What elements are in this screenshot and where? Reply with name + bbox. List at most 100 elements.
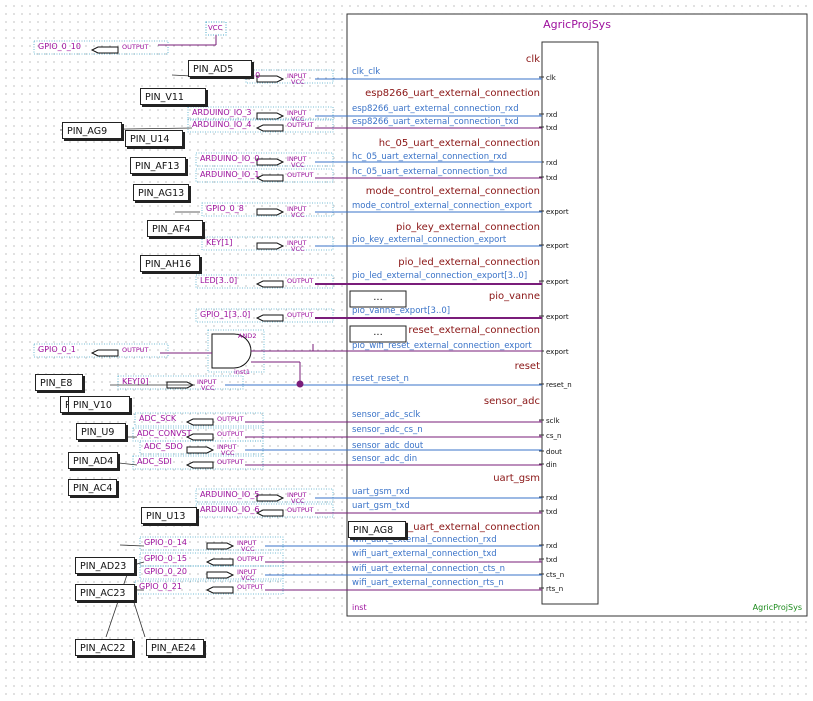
pin-direction: OUTPUT bbox=[217, 458, 244, 466]
signal-label: esp8266_uart_external_connection_txd bbox=[352, 117, 519, 127]
input-pin-icon bbox=[256, 158, 285, 166]
pin-outline bbox=[187, 106, 334, 121]
pin-name: ADC_CONVST bbox=[137, 429, 192, 438]
pin-name: ADC_SCK bbox=[139, 414, 177, 423]
group-title: pio_led_external_connection bbox=[398, 257, 540, 268]
signal-label: pio_vanne_export[3..0] bbox=[352, 306, 450, 316]
group-title: hc_05_uart_external_connection bbox=[379, 138, 540, 149]
output-pin-icon bbox=[205, 586, 234, 594]
signal-label: reset_reset_n bbox=[352, 374, 409, 384]
pin-assignment-box[interactable]: PIN_AC23 bbox=[75, 584, 135, 601]
pin-assignment-box[interactable]: PIN_AF4 bbox=[147, 220, 203, 237]
pin-name: GPIO_0_1 bbox=[38, 345, 76, 354]
pin-assignment-box[interactable]: PIN_V10 bbox=[68, 396, 130, 413]
pin-name: GPIO_0_10 bbox=[38, 42, 81, 51]
group-title: reset_external_connection bbox=[408, 325, 540, 336]
pin-assignment-box[interactable]: PIN_AD23 bbox=[75, 557, 135, 574]
pin-direction: INPUT bbox=[287, 72, 306, 80]
signal-label: uart_gsm_txd bbox=[352, 501, 410, 511]
port-name: dout bbox=[546, 448, 562, 456]
pin-direction: OUTPUT bbox=[122, 43, 149, 51]
pin-name: ARDUINO_IO_1 bbox=[200, 170, 259, 179]
output-pin-icon bbox=[255, 314, 284, 322]
signal-label: wifi_uart_external_connection_cts_n bbox=[352, 564, 505, 574]
pin-box-connector bbox=[105, 565, 131, 638]
signal-label: hc_05_uart_external_connection_txd bbox=[352, 167, 507, 177]
signal-label: wifi_uart_external_connection_rts_n bbox=[352, 578, 504, 588]
output-pin-icon bbox=[185, 418, 214, 426]
port-name: export bbox=[546, 348, 569, 356]
pin-direction: INPUT bbox=[287, 239, 306, 247]
signal-label: pio_wifi_reset_external_connection_expor… bbox=[352, 341, 532, 351]
output-pin-icon bbox=[255, 124, 284, 132]
pin-direction: OUTPUT bbox=[217, 415, 244, 423]
port-name: txd bbox=[546, 174, 557, 182]
port-name: export bbox=[546, 313, 569, 321]
output-pin-icon bbox=[185, 461, 214, 469]
output-pin-icon bbox=[255, 280, 284, 288]
pin-name: GPIO_1[3..0] bbox=[200, 310, 250, 319]
gate-instance: inst1 bbox=[234, 368, 250, 376]
signal-label: clk_clk bbox=[352, 67, 380, 77]
pin-assignment-box[interactable]: PIN_U14 bbox=[125, 130, 183, 147]
signal-label: sensor_adc_sclk bbox=[352, 410, 420, 420]
output-pin-icon bbox=[90, 46, 119, 54]
port-name: txd bbox=[546, 556, 557, 564]
pin-direction: OUTPUT bbox=[287, 171, 314, 179]
pin-direction: OUTPUT bbox=[122, 346, 149, 354]
pin-outline bbox=[139, 552, 284, 567]
pin-direction: INPUT bbox=[287, 205, 306, 213]
input-pin-icon bbox=[206, 571, 235, 579]
pin-assignment-box[interactable]: PIN_E8 bbox=[35, 374, 83, 391]
pin-assignment-box[interactable]: PIN_V11 bbox=[140, 88, 206, 105]
agricprojsys-block bbox=[346, 13, 808, 617]
pin-assignment-box[interactable]: PIN_AG13 bbox=[133, 184, 190, 201]
port-name: rxd bbox=[546, 494, 557, 502]
block-port-column bbox=[541, 41, 599, 605]
signal-label: wifi_uart_external_connection_txd bbox=[352, 549, 497, 559]
port-name: export bbox=[546, 208, 569, 216]
pin-assignment-box[interactable]: PIN_AC22 bbox=[75, 639, 133, 656]
gate-type: AND2 bbox=[238, 332, 256, 340]
group-title: reset bbox=[515, 361, 540, 372]
pin-direction: INPUT bbox=[237, 568, 256, 576]
ellipsis-text: ... bbox=[373, 327, 383, 338]
signal-label: sensor_adc_din bbox=[352, 454, 417, 464]
pin-name: ARDUINO_IO_5 bbox=[200, 490, 259, 499]
output-pin-icon bbox=[255, 174, 284, 182]
pin-assignment-box[interactable]: PIN_U9 bbox=[76, 423, 126, 440]
pin-direction: OUTPUT bbox=[287, 277, 314, 285]
pin-outline bbox=[139, 565, 284, 580]
pin-outline bbox=[195, 308, 334, 323]
and-gate-icon bbox=[211, 333, 252, 369]
pin-outline bbox=[201, 236, 334, 251]
pin-assignment-box[interactable]: PIN_AH16 bbox=[140, 255, 200, 272]
pin-assignment-box[interactable]: PIN_AD5 bbox=[188, 60, 252, 77]
pin-assignment-box[interactable]: PIN_AD4 bbox=[68, 452, 119, 469]
pin-vcc: VCC bbox=[291, 115, 305, 123]
pin-name: ARDUINO_IO_0 bbox=[200, 154, 259, 163]
pin-assignment-box[interactable]: PIN_AG9 bbox=[62, 122, 122, 139]
pin-vcc: VCC bbox=[291, 497, 305, 505]
signal-label: uart_gsm_rxd bbox=[352, 487, 410, 497]
port-name: txd bbox=[546, 508, 557, 516]
pin-outline bbox=[195, 168, 334, 183]
pin-assignment-box[interactable]: PIN_AF13 bbox=[130, 157, 186, 174]
pin-outline bbox=[195, 274, 334, 289]
pin-outline bbox=[134, 580, 284, 595]
pin-assignment-box[interactable]: PIN_U13 bbox=[141, 507, 197, 524]
pin-assignment-box[interactable]: PIN_AC4 bbox=[68, 479, 118, 496]
pin-direction: INPUT bbox=[287, 109, 306, 117]
pin-assignment-box[interactable]: PIN_AE24 bbox=[146, 639, 204, 656]
pin-direction: INPUT bbox=[237, 539, 256, 547]
pin-assignment-box[interactable]: PIN_AG8 bbox=[348, 521, 406, 538]
signal-label: esp8266_uart_external_connection_rxd bbox=[352, 104, 519, 114]
pin-box-connector bbox=[119, 544, 145, 547]
pin-outline bbox=[33, 40, 169, 55]
output-pin-icon bbox=[205, 558, 234, 566]
pin-vcc: VCC bbox=[291, 161, 305, 169]
pin-vcc: VCC bbox=[291, 211, 305, 219]
block-title: AgricProjSys bbox=[543, 18, 611, 31]
group-title: wifi_uart_external_connection bbox=[391, 522, 540, 533]
